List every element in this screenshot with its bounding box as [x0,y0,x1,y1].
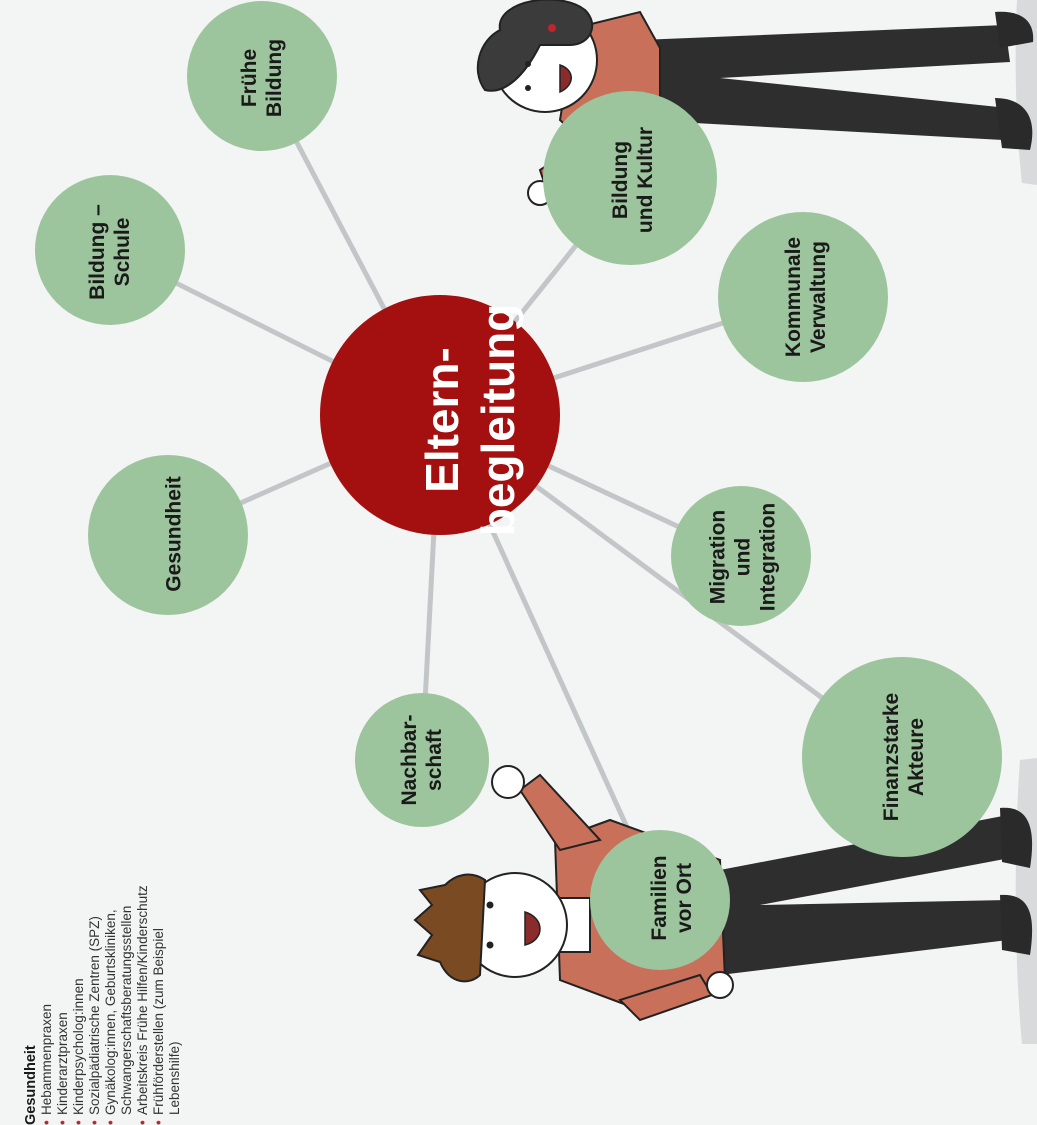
man-shoe-2 [1000,894,1033,955]
legend-item-text: Frühförderstellen (zum Beispiel [151,928,166,1115]
node-label-line: vor Ort [673,862,696,934]
node-label-line: Bildung [609,140,632,220]
man-hair [413,873,487,983]
node-label-nachbarschaft: Nachbar- schaft [397,714,447,805]
legend-item: Sozialpädiatrische Zentren (SPZ) [87,725,103,1125]
node-label-line: Nachbar- [398,714,421,806]
legend-item: Hebammenpraxen [39,725,55,1125]
woman-mouth [559,63,572,94]
scene [35,0,1037,1044]
woman-shoe-2 [995,98,1033,150]
node-label-line: Schule [111,217,134,287]
man-hand-raised [491,765,525,799]
node-label-line: Kommunale [782,236,805,358]
legend-item-text: Kinderpsycholog:innen [71,978,86,1115]
woman-pants [640,25,1010,140]
node-label-gesundheit: Gesundheit [162,476,187,592]
legend-item-text: Hebammenpraxen [39,1003,54,1115]
man-mouth [524,910,541,946]
center-label-line1: Eltern- [416,347,468,493]
node-label-fruehe-bildung: Frühe Bildung [237,39,287,117]
legend-item-text: Gynäkolog:innen, Geburtskliniken, [103,909,118,1115]
node-label-bildung-kultur: Bildung und Kultur [608,127,658,233]
legend-list: Hebammenpraxen Kinderarztpraxen Kinderps… [39,725,183,1125]
center-circle [320,295,560,535]
node-label-line: und Kultur [634,126,657,234]
man-eye-1 [486,901,494,909]
node-label-line: Bildung – [86,204,109,300]
node-label-line: Verwaltung [807,240,830,354]
node-circle-finanzstarke [802,657,1002,857]
man-eye-2 [486,941,494,949]
legend-item: Kinderpsycholog:innen [71,725,87,1125]
legend-item: Gynäkolog:innen, Geburtskliniken,Schwang… [103,725,135,1125]
woman-eye-1 [525,61,531,67]
legend-item-text-cont: Schwangerschaftsberatungsstellen [119,905,134,1115]
node-label-kommunale: Kommunale Verwaltung [781,237,831,357]
node-label-line: Familien [648,855,671,941]
man-shoe-1 [1000,807,1033,868]
node-label-familien: Familien vor Ort [647,855,697,940]
node-label-line: Bildung [263,38,286,118]
node-circle-fruehe-bildung [187,1,337,151]
node-circle-bildung-kultur [543,91,717,265]
node-circle-familien [590,830,730,970]
node-label-line: Frühe [238,48,261,108]
legend-item-text-cont: Lebenshilfe) [167,1041,182,1115]
woman-earring [548,24,556,32]
woman-eye-2 [525,85,531,91]
node-label-line: Integration [756,502,780,612]
legend-item: Frühförderstellen (zum BeispielLebenshil… [151,725,183,1125]
man-collar [559,897,591,953]
legend: Gesundheit Hebammenpraxen Kinderarztprax… [23,725,273,1125]
node-label-line: schaft [423,729,446,791]
node-circle-kommunale [718,212,888,382]
node-circle-bildung-schule [35,175,185,325]
man-pants [720,815,1010,975]
legend-item: Kinderarztpraxen [55,725,71,1125]
man-arm-raised [518,773,602,852]
node-label-line: Akteure [905,717,928,797]
legend-item-text: Arbeitskreis Frühe Hilfen/Kinderschutz [135,885,150,1115]
center-label: Eltern- begleitung [414,304,526,537]
node-circle-nachbarschaft [355,693,489,827]
node-label-bildung-schule: Bildung – Schule [85,204,135,300]
node-label-line: und [731,537,755,577]
center-label-line2: begleitung [472,303,524,537]
legend-item: Arbeitskreis Frühe Hilfen/Kinderschutz [135,725,151,1125]
node-label-line: Finanzstarke [880,692,903,822]
node-label-migration: Migration und Integration [706,503,781,612]
node-label-line: Migration [706,509,730,605]
man-hand-lower [706,971,734,999]
node-label-line: Gesundheit [162,476,186,592]
woman-shoe-1 [995,11,1034,48]
woman-hair [476,0,594,92]
legend-item-text: Sozialpädiatrische Zentren (SPZ) [87,916,102,1115]
node-circle-gesundheit [88,455,248,615]
legend-title: Gesundheit [23,1045,39,1125]
legend-item-text: Kinderarztpraxen [55,1012,70,1115]
node-label-finanzstarke: Finanzstarke Akteure [879,693,929,821]
node-circles [35,1,1002,970]
node-circle-migration [671,486,811,626]
